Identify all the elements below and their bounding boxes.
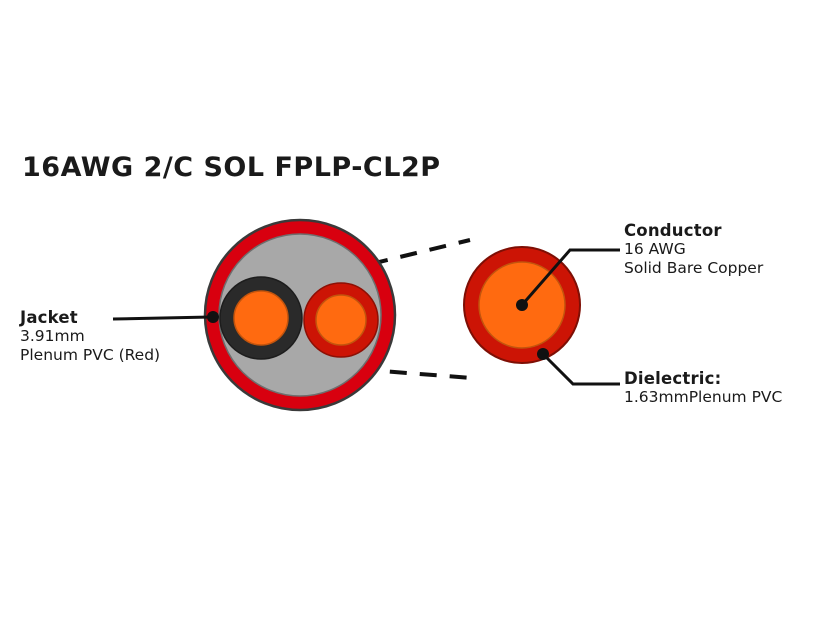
zoom-line-upper [341, 238, 471, 273]
callout-conductor-gauge: 16 AWG [624, 240, 686, 259]
cable-conductor-right-core[interactable] [315, 294, 367, 346]
callout-jacket-title: Jacket [20, 308, 78, 327]
leader-jacket-stem [112, 315, 212, 321]
callout-dielectric: Dielectric: 1.63mmPlenum PVC [624, 369, 782, 407]
cable-cross-section[interactable] [203, 218, 397, 412]
callout-jacket: Jacket 3.91mm Plenum PVC (Red) [20, 308, 160, 364]
leader-dielectric-dot [537, 348, 549, 360]
leader-dielectric-stem [541, 352, 620, 386]
page-title: 16AWG 2/C SOL FPLP-CL2P [22, 152, 441, 183]
callout-conductor-title: Conductor [624, 221, 722, 240]
callout-dielectric-material: 1.63mmPlenum PVC [624, 388, 783, 407]
callout-jacket-dimension: 3.91mm [20, 327, 85, 346]
callout-conductor-material: Solid Bare Copper [624, 258, 764, 277]
leader-line-conductor [516, 248, 620, 311]
leader-jacket-dot [207, 311, 219, 323]
leader-line-dielectric [537, 348, 620, 386]
callout-conductor: Conductor 16 AWG Solid Bare Copper [624, 221, 763, 277]
zoom-line-lower [329, 365, 473, 380]
zoom-indicator-lines [329, 238, 473, 380]
callout-dielectric-title: Dielectric: [624, 369, 722, 388]
callout-jacket-material: Plenum PVC (Red) [20, 345, 161, 364]
cable-conductor-left-core[interactable] [233, 290, 289, 346]
leader-conductor-stem [520, 248, 620, 306]
leader-line-jacket [112, 311, 219, 323]
leader-conductor-dot [516, 299, 528, 311]
